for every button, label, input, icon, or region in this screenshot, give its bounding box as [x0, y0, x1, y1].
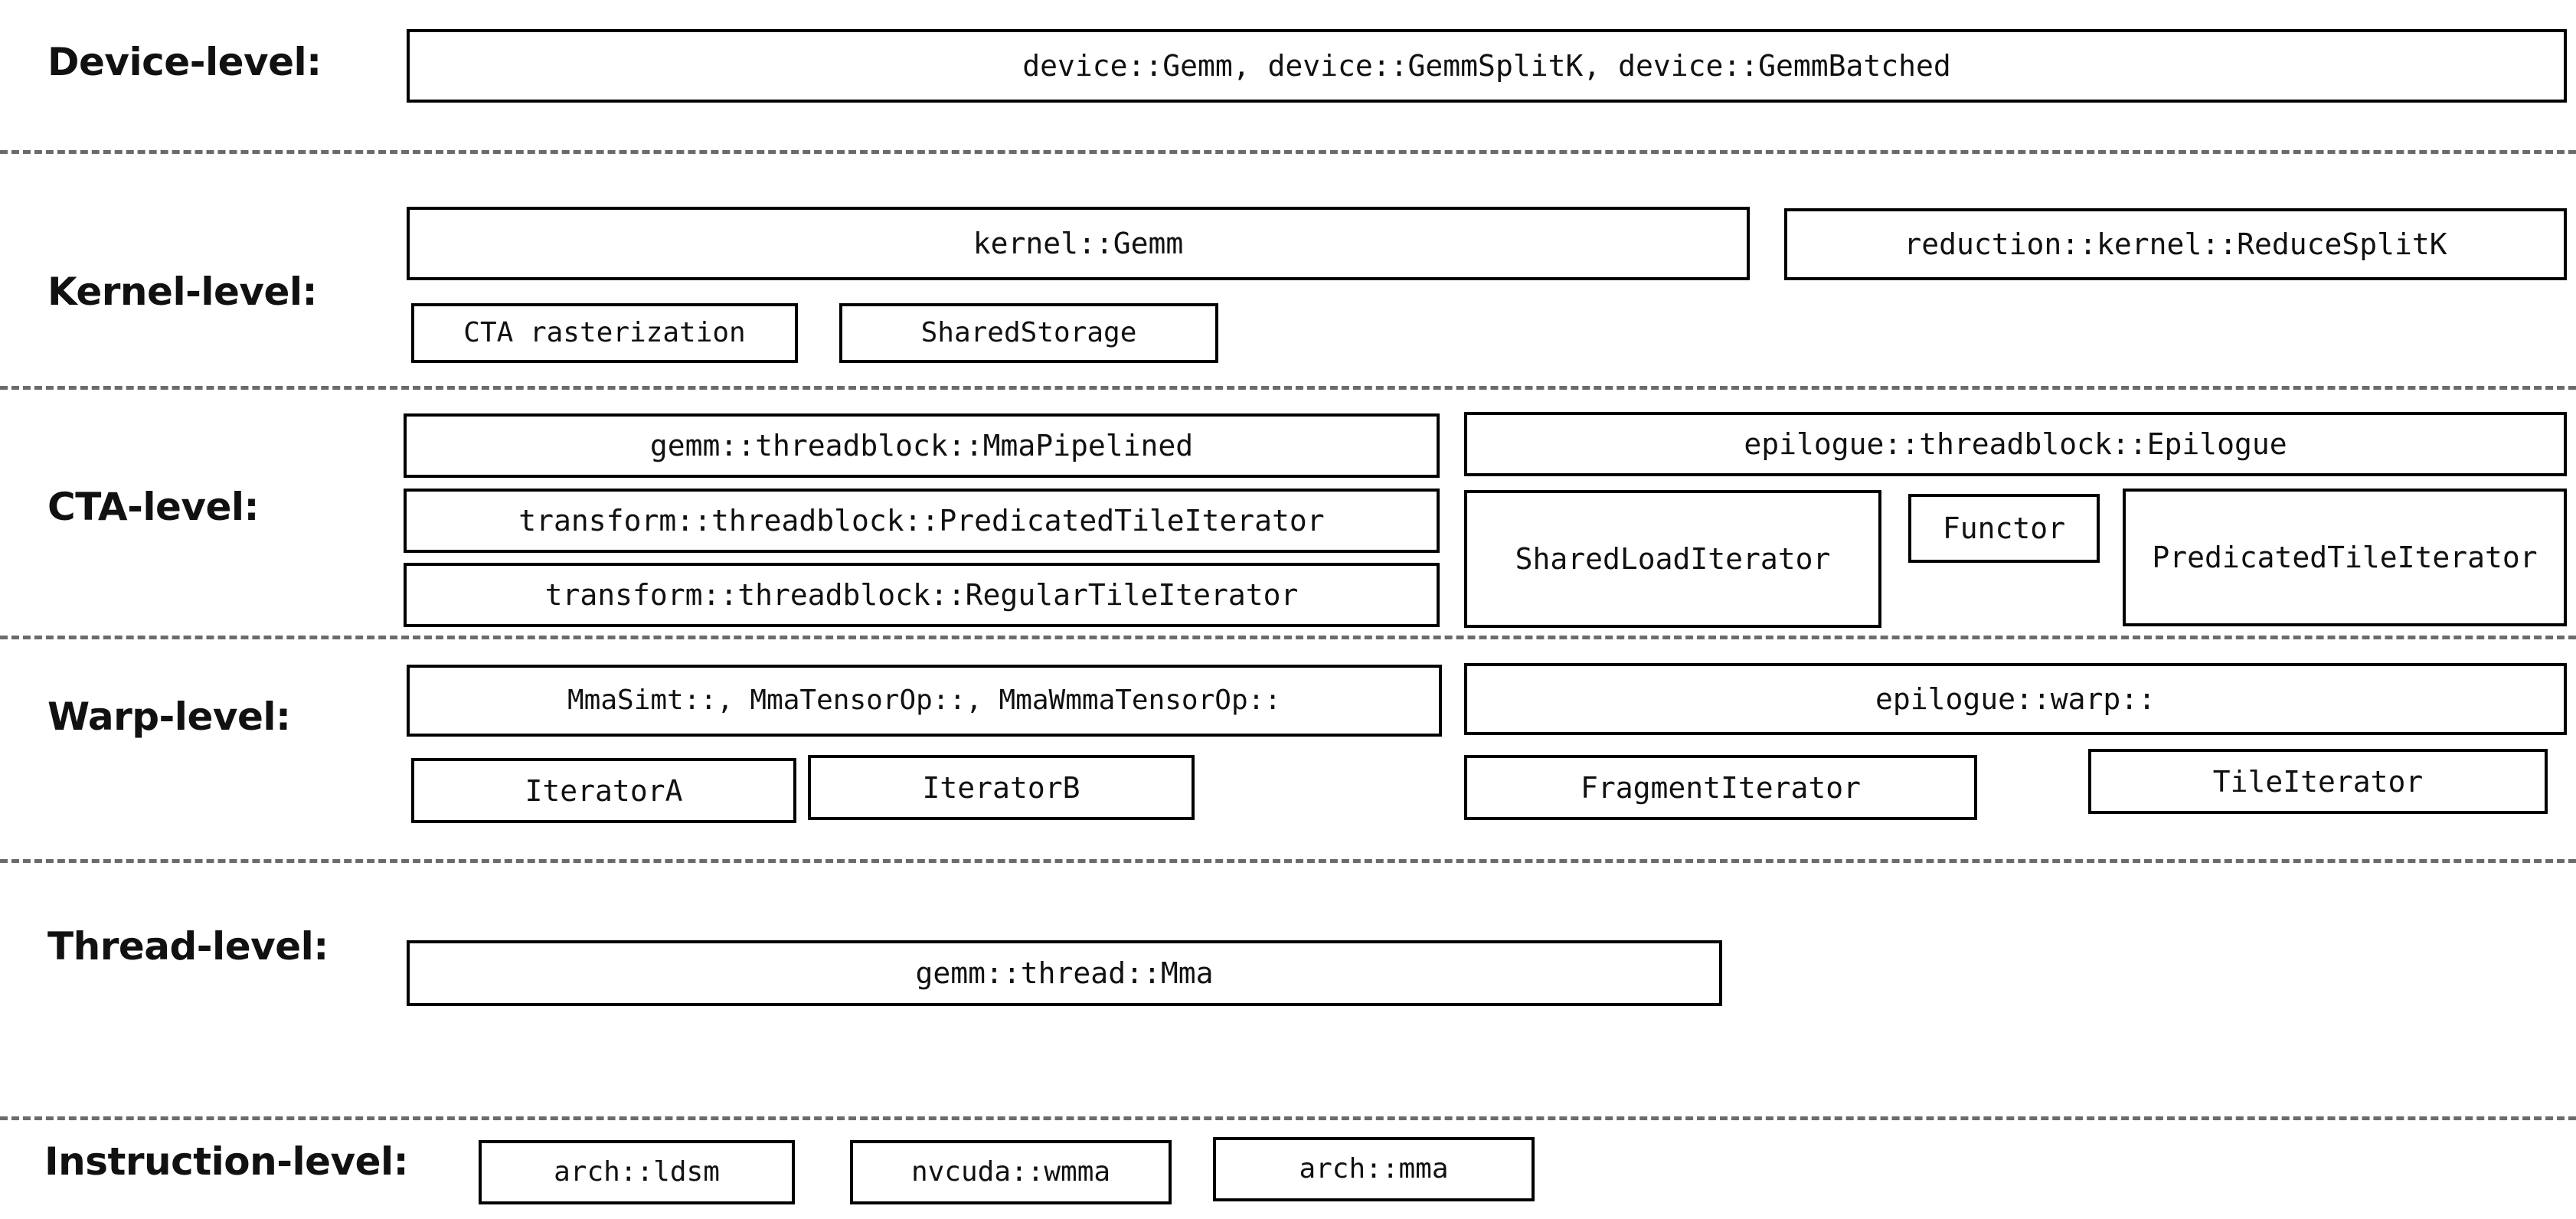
box-epilogue-warp[interactable]: epilogue::warp:: [1464, 663, 2567, 735]
box-nvcuda-wmma-label: nvcuda::wmma [910, 1156, 1111, 1188]
box-nvcuda-wmma[interactable]: nvcuda::wmma [850, 1140, 1172, 1204]
box-tile-iterator-label: TileIterator [2212, 764, 2424, 799]
box-iterator-b[interactable]: IteratorB [808, 755, 1195, 820]
level-label-instruction: Instruction-level: [44, 1139, 409, 1184]
separator-cta-warp [0, 636, 2576, 639]
box-predicated-tile-iterator-transform-label: transform::threadblock::PredicatedTileIt… [518, 504, 1325, 538]
box-fragment-iterator-label: FragmentIterator [1580, 770, 1862, 805]
box-arch-ldsm-label: arch::ldsm [554, 1156, 720, 1188]
separator-device-kernel [0, 150, 2576, 154]
box-warp-mma-ops-label: MmaSimt::, MmaTensorOp::, MmaWmmaTensorO… [567, 685, 1281, 716]
box-predicated-tile-iterator-epilogue[interactable]: PredicatedTileIterator [2123, 489, 2567, 626]
box-arch-ldsm[interactable]: arch::ldsm [479, 1140, 795, 1204]
box-iterator-a-label: IteratorA [525, 773, 683, 808]
box-regular-tile-iterator-label: transform::threadblock::RegularTileItera… [544, 578, 1299, 612]
box-warp-mma-ops[interactable]: MmaSimt::, MmaTensorOp::, MmaWmmaTensorO… [407, 665, 1442, 737]
box-gemm-thread-mma-label: gemm::thread::Mma [915, 956, 1214, 990]
box-device-gemm[interactable]: device::Gemm, device::GemmSplitK, device… [407, 29, 2567, 103]
level-label-kernel: Kernel-level: [47, 270, 318, 314]
separator-kernel-cta [0, 386, 2576, 390]
box-functor[interactable]: Functor [1908, 494, 2100, 563]
box-cta-rasterization[interactable]: CTA rasterization [411, 303, 798, 363]
box-iterator-a[interactable]: IteratorA [411, 758, 796, 823]
box-regular-tile-iterator[interactable]: transform::threadblock::RegularTileItera… [404, 563, 1440, 627]
box-fragment-iterator[interactable]: FragmentIterator [1464, 755, 1977, 820]
box-mma-pipelined[interactable]: gemm::threadblock::MmaPipelined [404, 413, 1440, 478]
box-functor-label: Functor [1942, 511, 2066, 545]
level-label-warp: Warp-level: [47, 694, 291, 739]
box-reduction-reducesplitk-label: reduction::kernel::ReduceSplitK [1904, 227, 2447, 261]
box-mma-pipelined-label: gemm::threadblock::MmaPipelined [649, 429, 1194, 462]
box-arch-mma-label: arch::mma [1299, 1153, 1449, 1185]
box-epilogue-threadblock[interactable]: epilogue::threadblock::Epilogue [1464, 412, 2567, 476]
level-label-cta: CTA-level: [47, 485, 260, 529]
box-shared-storage[interactable]: SharedStorage [839, 303, 1218, 363]
box-gemm-thread-mma[interactable]: gemm::thread::Mma [407, 940, 1722, 1006]
box-cta-rasterization-label: CTA rasterization [463, 317, 746, 348]
box-iterator-b-label: IteratorB [922, 770, 1080, 805]
box-epilogue-threadblock-label: epilogue::threadblock::Epilogue [1744, 427, 2287, 461]
separator-warp-thread [0, 859, 2576, 863]
box-predicated-tile-iterator-transform[interactable]: transform::threadblock::PredicatedTileIt… [404, 489, 1440, 553]
box-reduction-reducesplitk[interactable]: reduction::kernel::ReduceSplitK [1784, 208, 2567, 280]
level-label-device: Device-level: [47, 40, 322, 84]
box-device-gemm-label: device::Gemm, device::GemmSplitK, device… [1022, 49, 1951, 83]
box-tile-iterator[interactable]: TileIterator [2088, 749, 2548, 814]
box-predicated-tile-iterator-epilogue-label: PredicatedTileIterator [2152, 541, 2538, 574]
box-kernel-gemm[interactable]: kernel::Gemm [407, 207, 1750, 280]
box-kernel-gemm-label: kernel::Gemm [973, 227, 1184, 260]
box-shared-storage-label: SharedStorage [920, 317, 1137, 348]
box-shared-load-iterator[interactable]: SharedLoadIterator [1464, 490, 1881, 628]
box-epilogue-warp-label: epilogue::warp:: [1875, 682, 2156, 716]
box-shared-load-iterator-label: SharedLoadIterator [1515, 542, 1831, 576]
separator-thread-instruction [0, 1116, 2576, 1120]
box-arch-mma[interactable]: arch::mma [1213, 1137, 1535, 1201]
level-label-thread: Thread-level: [47, 924, 329, 969]
